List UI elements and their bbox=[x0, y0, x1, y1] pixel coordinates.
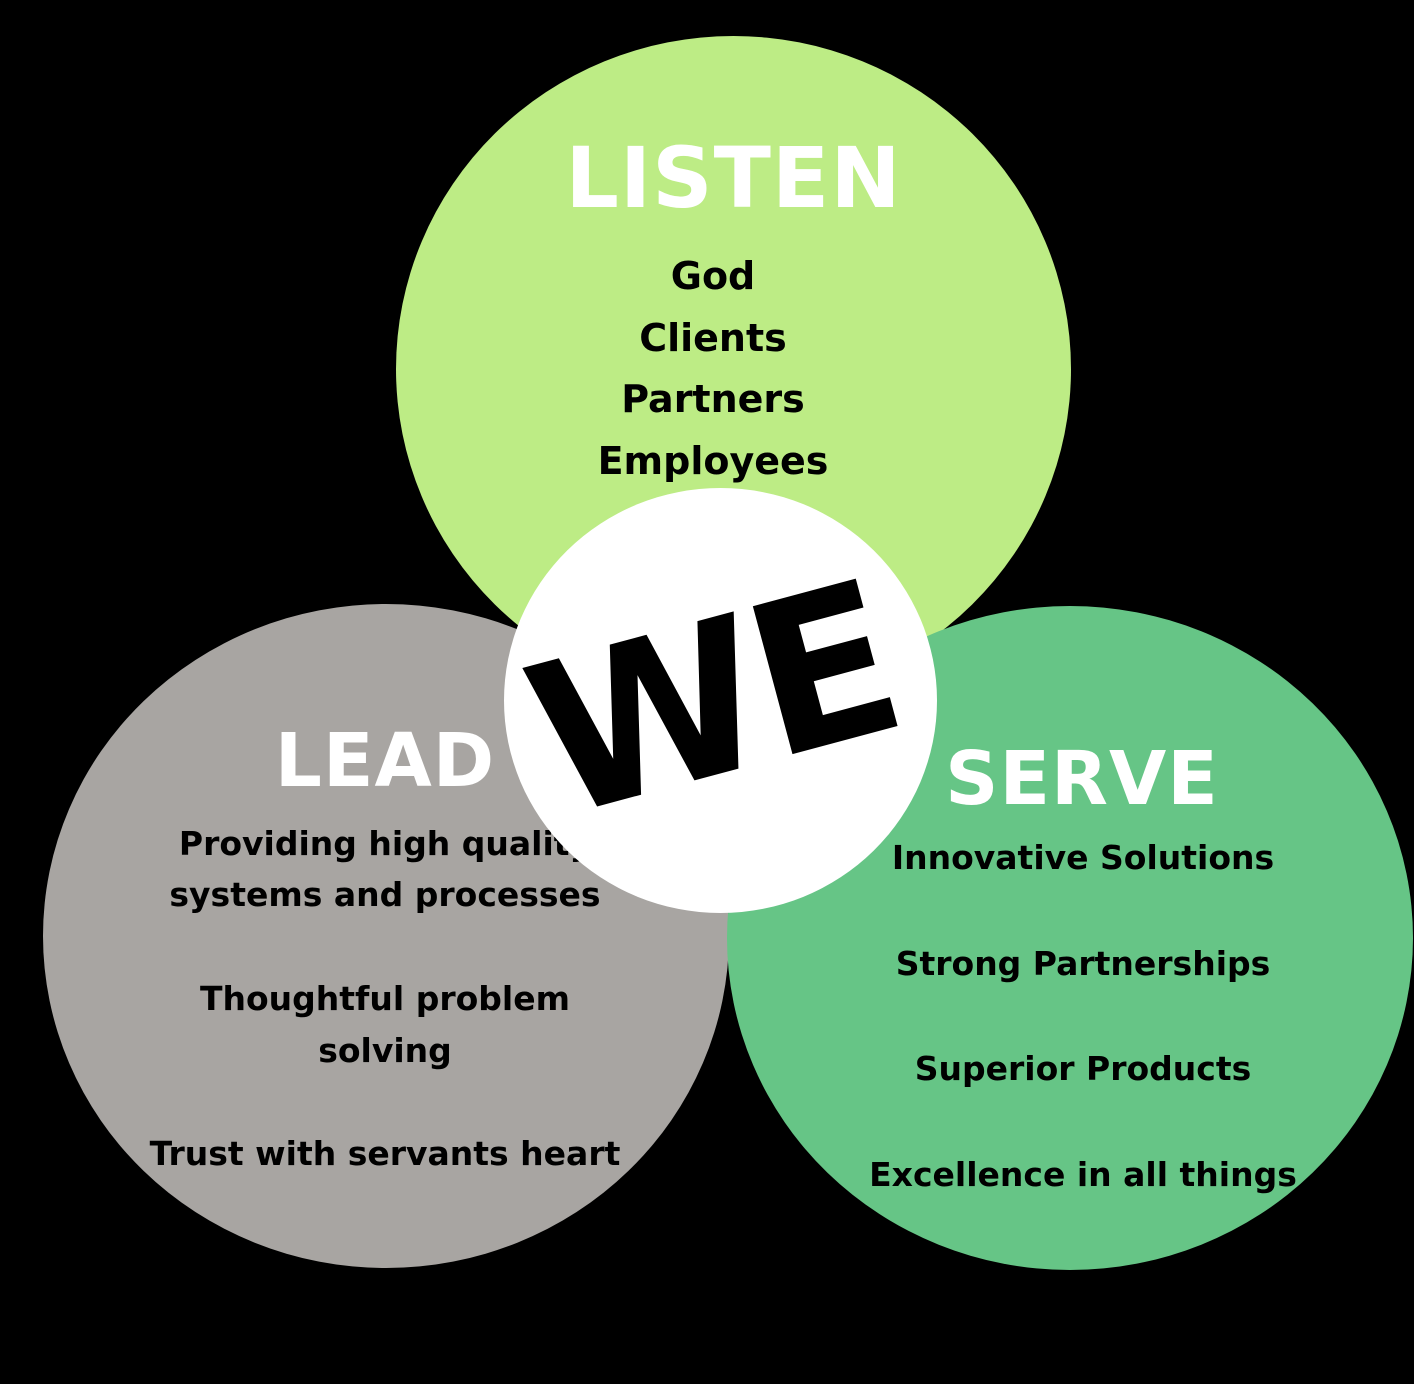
lead-item-line-3: Thoughtful problem bbox=[200, 979, 570, 1018]
listen-item-partners: Partners bbox=[621, 377, 805, 421]
serve-item-excellence: Excellence in all things bbox=[869, 1155, 1297, 1194]
lead-item-line-5: Trust with servants heart bbox=[149, 1134, 621, 1173]
we-center-circle bbox=[504, 488, 937, 913]
lead-title: LEAD bbox=[274, 718, 496, 804]
listen-item-clients: Clients bbox=[639, 316, 787, 360]
lead-item-line-1: Providing high quality bbox=[178, 824, 592, 863]
listen-title: LISTEN bbox=[565, 129, 902, 227]
listen-item-employees: Employees bbox=[597, 439, 829, 483]
serve-title: SERVE bbox=[945, 736, 1219, 822]
listen-item-god: God bbox=[670, 254, 756, 298]
lead-item-line-2: systems and processes bbox=[169, 875, 601, 914]
serve-item-innovative-solutions: Innovative Solutions bbox=[891, 838, 1275, 877]
lead-item-line-4: solving bbox=[318, 1031, 452, 1070]
serve-item-strong-partnerships: Strong Partnerships bbox=[895, 944, 1271, 983]
serve-item-superior-products: Superior Products bbox=[914, 1049, 1252, 1088]
